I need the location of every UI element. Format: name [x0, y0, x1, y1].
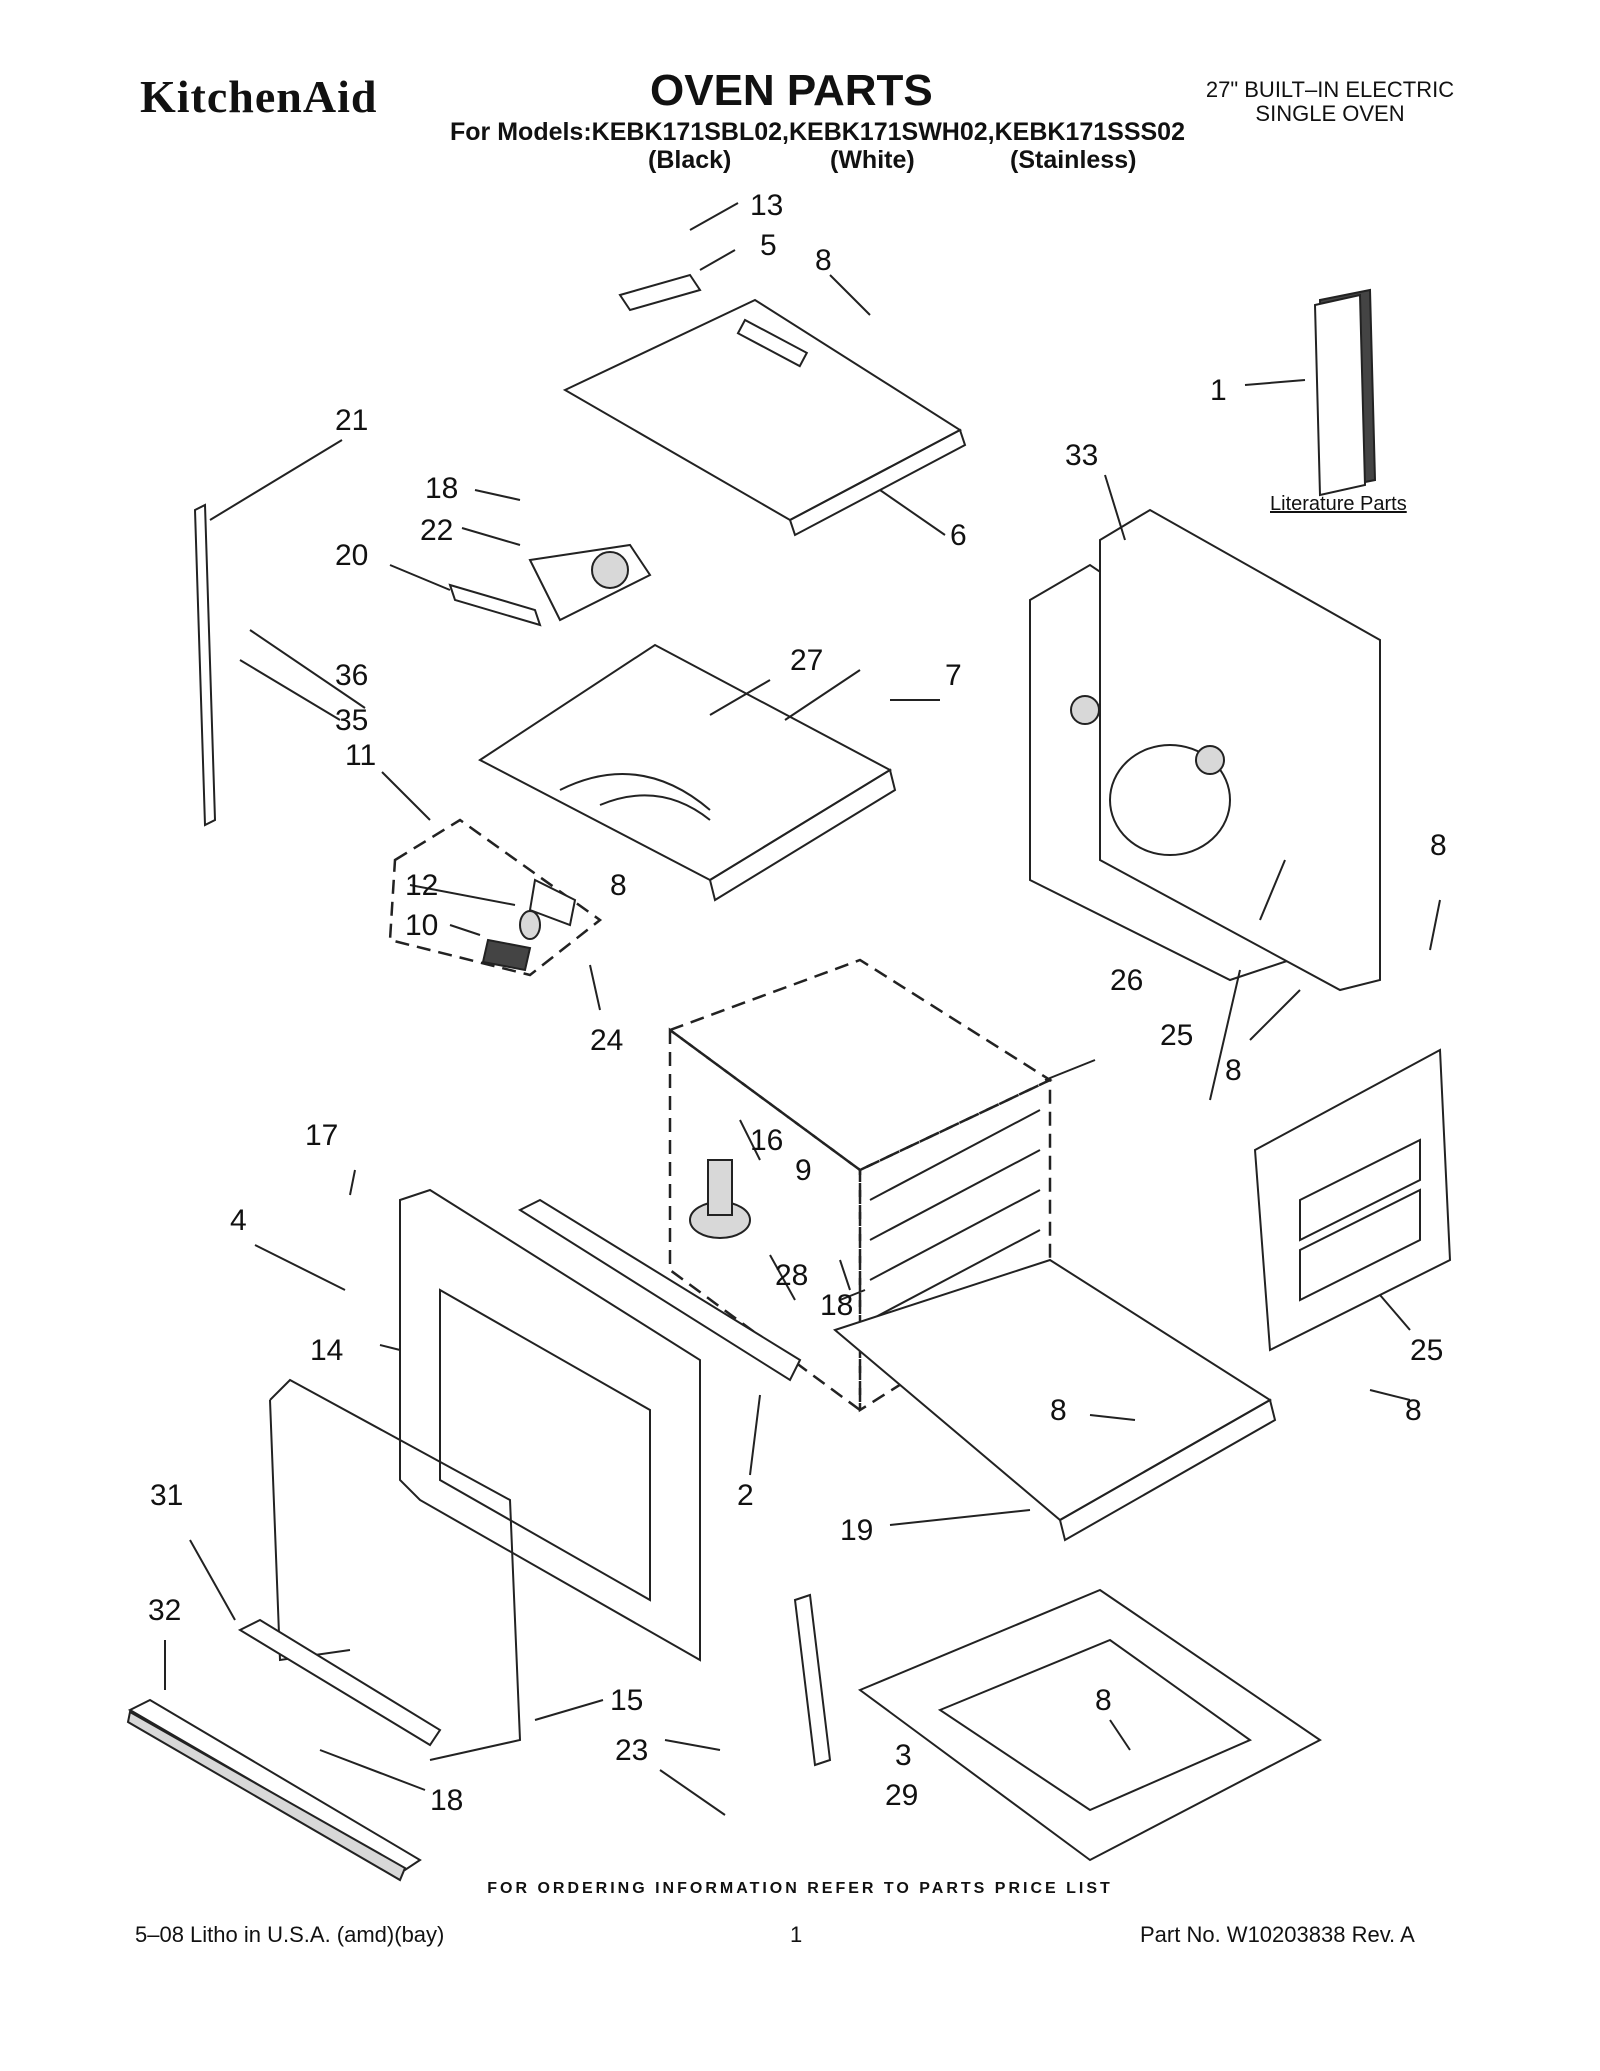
page-number: 1: [790, 1922, 803, 1947]
bottom-tray: [793, 1588, 1322, 1862]
callout-8-tray: 8: [1095, 1684, 1112, 1717]
callout-leader-lines: [164, 202, 1441, 1816]
oven-type-line2: SINGLE OVEN: [1255, 101, 1405, 126]
callout-2: 2: [737, 1479, 754, 1512]
callout-21: 21: [335, 404, 368, 437]
callout-28: 27: [790, 644, 823, 677]
callout-8-rear: 8: [1430, 829, 1447, 862]
brand-logo: KitchenAid: [140, 71, 378, 122]
top-panel: [562, 273, 967, 537]
callout-8-side-lower: 8: [1405, 1394, 1422, 1427]
page-title: OVEN PARTS: [650, 66, 933, 115]
callout-8-top: 8: [815, 244, 832, 277]
callout-24: 24: [590, 1024, 623, 1057]
callout-35: 35: [335, 704, 368, 737]
callout-25: 25: [1410, 1334, 1443, 1367]
callout-7: 7: [945, 659, 962, 692]
oven-type-line1: 27" BUILT–IN ELECTRIC: [1205, 77, 1455, 102]
callout-34: 32: [148, 1594, 181, 1627]
color-white: (White): [830, 146, 915, 174]
callout-19: 19: [840, 1514, 873, 1547]
callout-32: 31: [150, 1479, 183, 1512]
callout-29: 28: [775, 1259, 808, 1292]
callout-4: 4: [230, 1204, 247, 1237]
callout-20: 20: [335, 539, 368, 572]
model-list: For Models:KEBK171SBL02,KEBK171SWH02,KEB…: [450, 118, 1185, 146]
toe-kick-grille: [126, 1618, 442, 1882]
oven-light-assembly: [388, 818, 603, 977]
callout-18-bottom: 18: [430, 1784, 463, 1817]
callout-31: 29: [885, 1779, 918, 1812]
front-frame: [399, 1188, 701, 1662]
callout-36: 36: [335, 659, 368, 692]
oven-middle-panel: [478, 643, 897, 902]
callout-27: 26: [1110, 964, 1143, 997]
callout-17: 17: [305, 1119, 338, 1152]
callout-18-top: 18: [425, 472, 458, 505]
literature-parts-label: Literature Parts: [1270, 493, 1407, 515]
side-panel: [1253, 1048, 1452, 1352]
callout-33: 33: [1065, 439, 1098, 472]
door-gasket: [269, 1378, 522, 1761]
bottom-panel: [832, 1258, 1277, 1542]
callout-5: 5: [760, 229, 777, 262]
callout-22: 22: [420, 514, 453, 547]
ordering-note: FOR ORDERING INFORMATION REFER TO PARTS …: [487, 1880, 1113, 1897]
callout-8-side: 8: [1225, 1054, 1242, 1087]
callout-26: 25: [1160, 1019, 1193, 1052]
rear-panel: [1029, 508, 1381, 992]
callout-23: 23: [615, 1734, 648, 1767]
callout-3: 3: [895, 1739, 912, 1772]
literature-booklet: [1313, 288, 1377, 497]
callout-16: 16: [750, 1124, 783, 1157]
callout-13: 13: [750, 189, 783, 222]
latch-bracket: [448, 543, 652, 627]
callout-1: 1: [1210, 374, 1227, 407]
callout-15: 15: [610, 1684, 643, 1717]
callout-12: 12: [405, 869, 438, 902]
callout-11: 11: [345, 739, 376, 772]
callout-9: 9: [795, 1154, 812, 1187]
callout-6: 6: [950, 519, 967, 552]
side-trim-strip: [193, 503, 217, 827]
callout-18-cavity: 18: [820, 1289, 853, 1322]
callout-8-light: 8: [610, 869, 627, 902]
oven-type: 27" BUILT–IN ELECTRIC SINGLE OVEN: [1180, 78, 1480, 126]
part-number: Part No. W10203838 Rev. A: [1140, 1922, 1415, 1947]
color-stainless: (Stainless): [1010, 146, 1137, 174]
callout-8-bottom: 8: [1050, 1394, 1067, 1427]
litho-note: 5–08 Litho in U.S.A. (amd)(bay): [135, 1922, 445, 1947]
callout-10: 10: [405, 909, 438, 942]
callout-14: 14: [310, 1334, 343, 1367]
front-trim-strip: [517, 1198, 802, 1382]
color-black: (Black): [648, 146, 732, 174]
